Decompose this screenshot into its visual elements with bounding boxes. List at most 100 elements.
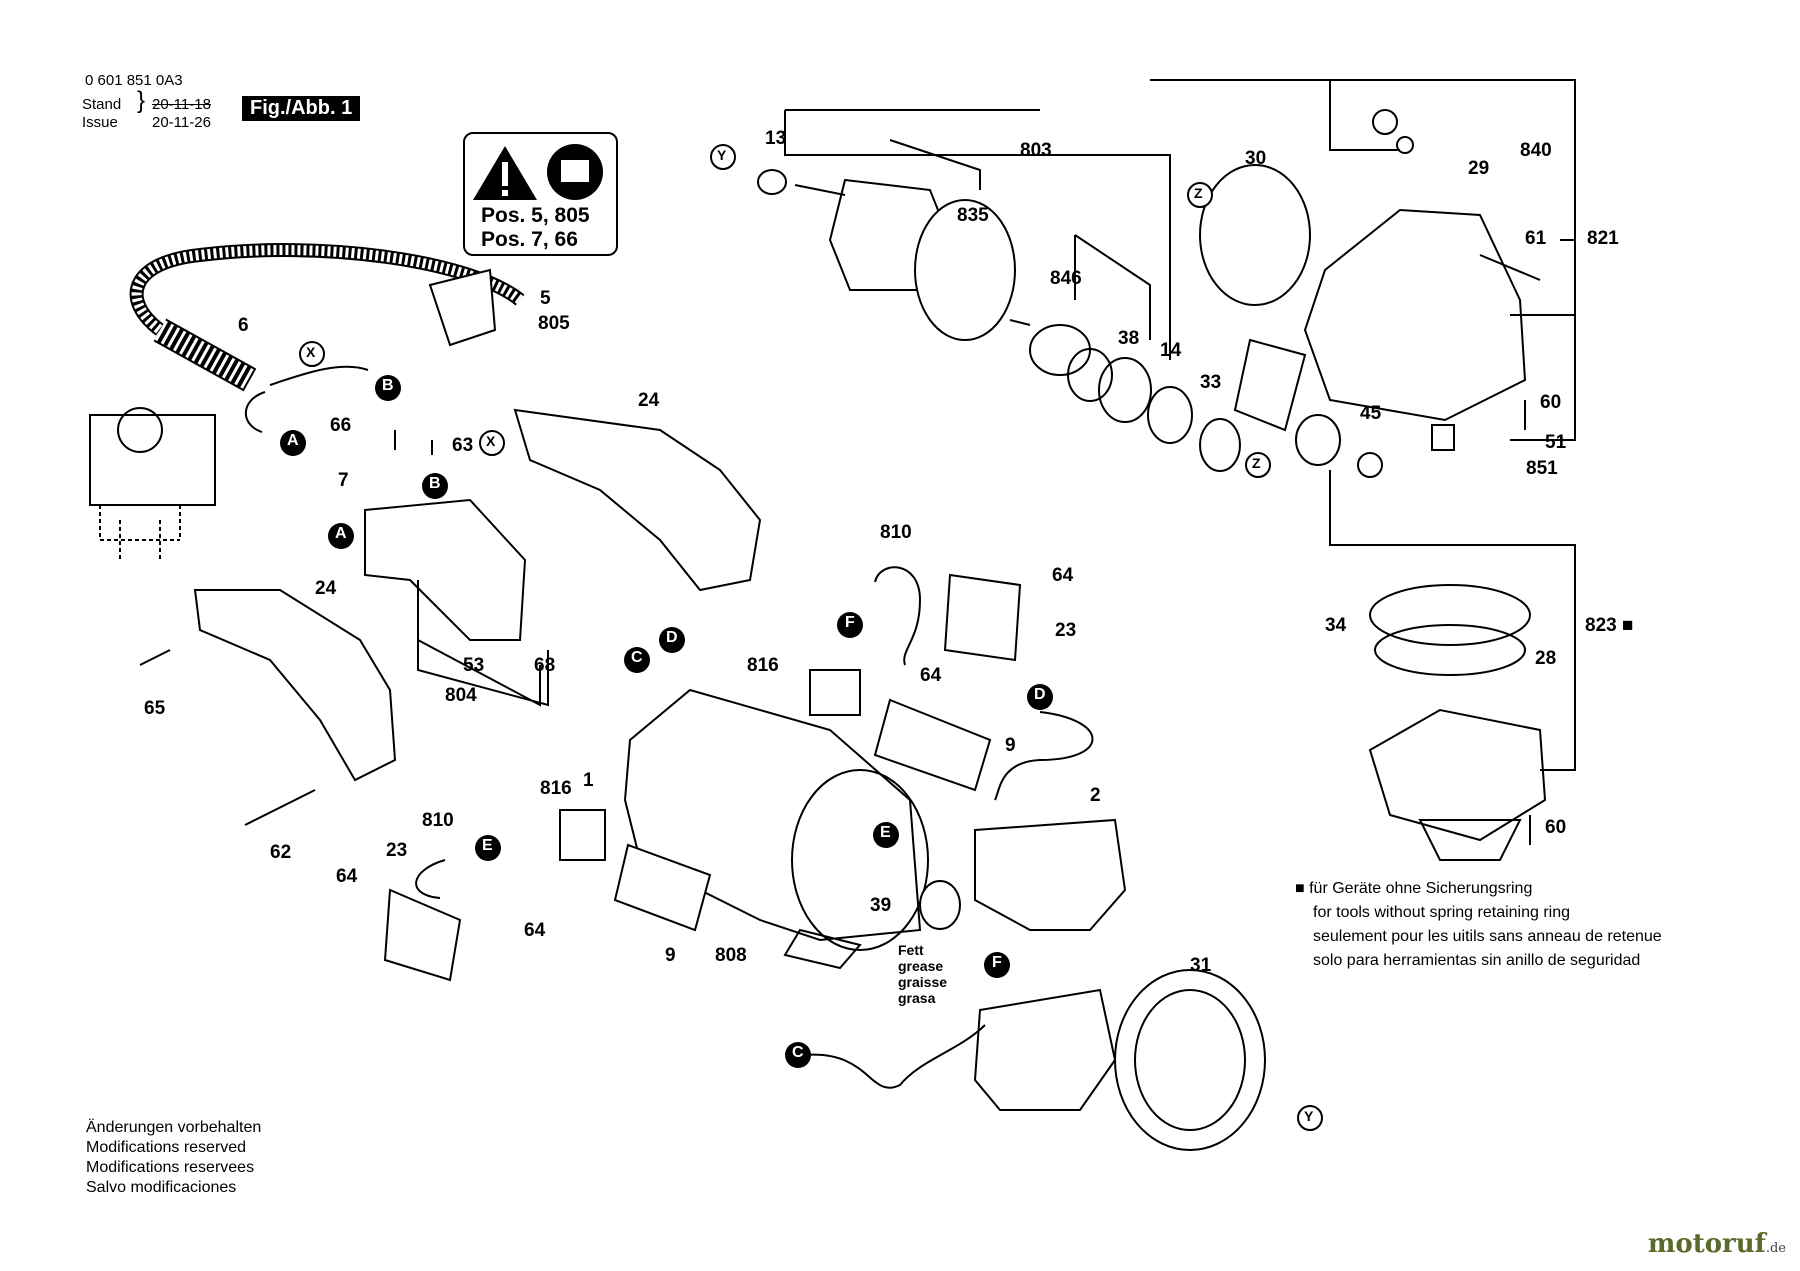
label-5: 5 (540, 288, 551, 309)
label-816-lower: 816 (540, 778, 572, 799)
housing-opening (791, 769, 929, 951)
warning-line-2: Pos. 7, 66 (481, 228, 578, 251)
label-60-lower: 60 (1545, 817, 1567, 838)
label-65: 65 (144, 698, 166, 719)
note-line-4: solo para herramientas sin anillo de seg… (1313, 952, 1641, 969)
label-808: 808 (715, 945, 747, 966)
label-64-a: 64 (1052, 565, 1074, 586)
label-846: 846 (1050, 268, 1082, 289)
label-61: 61 (1525, 228, 1547, 249)
wire-b (269, 365, 369, 386)
felt-pad (1233, 338, 1307, 432)
label-821: 821 (1587, 228, 1619, 249)
frame-821 (1150, 79, 1576, 441)
armature-shaft (794, 184, 1031, 326)
cord-sleeve-inner (154, 320, 256, 390)
label-45: 45 (1360, 403, 1382, 424)
gear-30 (1199, 164, 1311, 306)
end-cap-inner (1134, 989, 1246, 1131)
ring-28 (1374, 624, 1526, 676)
label-68: 68 (534, 655, 556, 676)
modifications-de: Änderungen vorbehalten (86, 1119, 262, 1136)
connector-e-2 (873, 822, 899, 848)
frame-846 (1074, 234, 1151, 340)
connector-z-2 (1245, 452, 1271, 478)
screw-61 (1479, 254, 1541, 281)
label-23-lower: 23 (386, 840, 408, 861)
washer-38 (1067, 348, 1113, 402)
label-805: 805 (538, 313, 570, 334)
label-64-c: 64 (524, 920, 546, 941)
wire-a (244, 391, 266, 433)
brush-holder-upper (809, 669, 861, 716)
connector-c-2 (785, 1042, 811, 1068)
label-66: 66 (330, 415, 352, 436)
warning-icons (473, 144, 603, 200)
label-835: 835 (957, 205, 989, 226)
connector-x-1 (299, 341, 325, 367)
connector-f-2-label: F (992, 954, 1002, 971)
cover-23-upper (943, 573, 1022, 662)
label-803: 803 (1020, 140, 1052, 161)
connector-c-1-label: C (631, 649, 643, 666)
label-840: 840 (1520, 140, 1552, 161)
label-1: 1 (583, 770, 594, 791)
connector-a-1 (280, 430, 306, 456)
schematic-motor (117, 407, 163, 453)
label-64-b: 64 (920, 665, 942, 686)
brand-watermark: motoruf.de (1648, 1229, 1786, 1259)
connector-y-2 (1297, 1105, 1323, 1131)
connector-a-2 (328, 523, 354, 549)
grease-de: Fett (898, 942, 924, 958)
label-14: 14 (1160, 340, 1182, 361)
connector-x-1-label: X (306, 344, 316, 360)
grease-es: grasa (898, 990, 936, 1006)
label-6: 6 (238, 315, 249, 336)
label-9-lower: 9 (665, 945, 676, 966)
stand-label: Stand (82, 96, 122, 113)
label-7: 7 (338, 470, 349, 491)
grease-fr: graisse (898, 974, 948, 990)
wire-d (994, 711, 1094, 801)
screw-62 (244, 789, 316, 826)
label-851: 851 (1526, 458, 1558, 479)
label-810-lower: 810 (422, 810, 454, 831)
fan-39 (919, 880, 961, 930)
label-2: 2 (1090, 785, 1101, 806)
brand-name: motoruf (1647, 1229, 1766, 1259)
label-53: 53 (463, 655, 485, 676)
connector-z-1 (1187, 182, 1213, 208)
note-line-1: ■ für Geräte ohne Sicherungsring (1295, 880, 1533, 897)
connector-d-2-label: D (1034, 686, 1046, 703)
label-60-upper: 60 (1540, 392, 1562, 413)
stand-date: 20-11-18 (152, 96, 211, 113)
connector-c-2-label: C (792, 1044, 804, 1061)
pinion-45 (1295, 414, 1341, 466)
issue-date: 20-11-26 (152, 114, 211, 131)
connector-f-2 (984, 952, 1010, 978)
plate-9a (873, 698, 992, 792)
schematic-frame (89, 414, 216, 506)
plug (428, 268, 497, 347)
frame-835 (889, 139, 981, 190)
connector-f-1 (837, 612, 863, 638)
label-13: 13 (765, 128, 787, 149)
label-816-upper: 816 (747, 655, 779, 676)
connector-b-2-label: B (429, 475, 441, 492)
brush-holder-lower (559, 809, 606, 861)
figure-label: Fig./Abb. 1 (242, 96, 361, 121)
frame-804 (417, 580, 549, 707)
issue-label: Issue (82, 114, 118, 131)
nut (1357, 452, 1383, 478)
ring-14 (1098, 357, 1152, 423)
modifications-fr: Modifications reservees (86, 1159, 255, 1176)
plate-9b (613, 843, 712, 932)
cap-840 (1372, 109, 1398, 135)
wire-810-lower (415, 859, 446, 899)
connector-x-2 (479, 430, 505, 456)
connector-z-1-label: Z (1194, 185, 1203, 201)
label-810-upper: 810 (880, 522, 912, 543)
bearing-33a (1147, 386, 1193, 444)
